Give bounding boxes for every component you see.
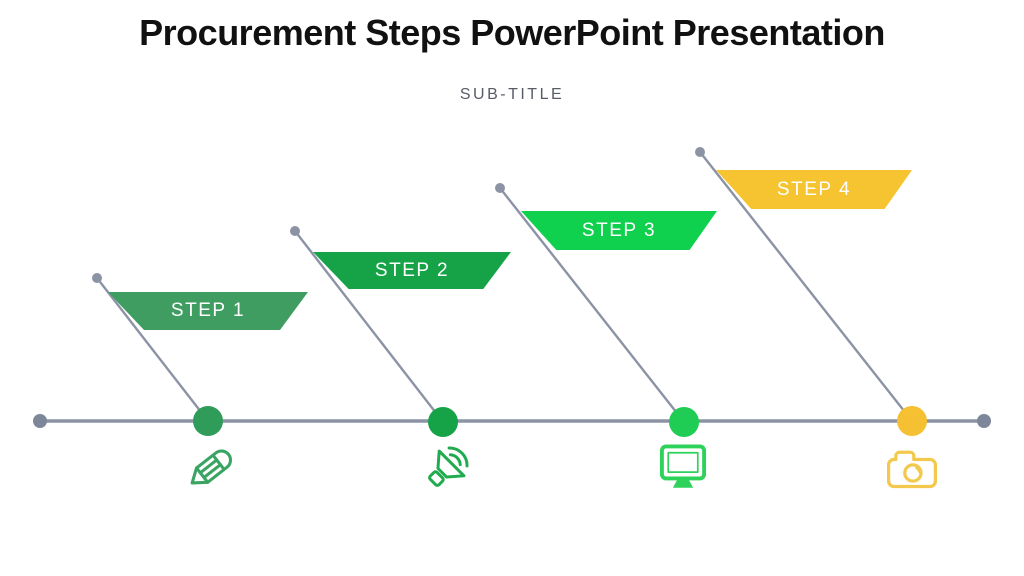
connector-line-step1 [96,277,209,422]
connector-top-dot-step4 [695,147,705,157]
slide-subtitle: SUB-TITLE [459,86,565,103]
step-dot-2 [428,407,458,437]
slide-title: Procurement Steps PowerPoint Presentatio… [139,12,885,53]
megaphone-icon [418,441,474,497]
step-banner-3: STEP 3 [521,211,717,250]
connector-top-dot-step3 [495,183,505,193]
step-dot-3 [669,407,699,437]
connector-top-dot-step2 [290,226,300,236]
connector-top-dot-step1 [92,273,102,283]
step-dot-4 [897,406,927,436]
connector-line-step3 [499,187,685,423]
step-banner-label-3: STEP 3 [581,219,657,241]
step-banner-label-2: STEP 2 [374,259,450,281]
connector-line-step4 [699,151,913,422]
step-banner-4: STEP 4 [716,170,912,209]
step-banner-label-4: STEP 4 [776,178,852,200]
step-dot-1 [193,406,223,436]
timeline-endpoint-dot-right [977,414,991,428]
pencil-icon [181,440,239,498]
timeline-endpoint-dot-left [33,414,47,428]
connector-line-step2 [294,230,444,423]
step-banner-label-1: STEP 1 [170,300,246,321]
step-banner-1: STEP 1 [108,292,308,330]
monitor-icon [656,442,710,493]
camera-icon [883,446,941,491]
step-banner-2: STEP 2 [313,252,511,289]
